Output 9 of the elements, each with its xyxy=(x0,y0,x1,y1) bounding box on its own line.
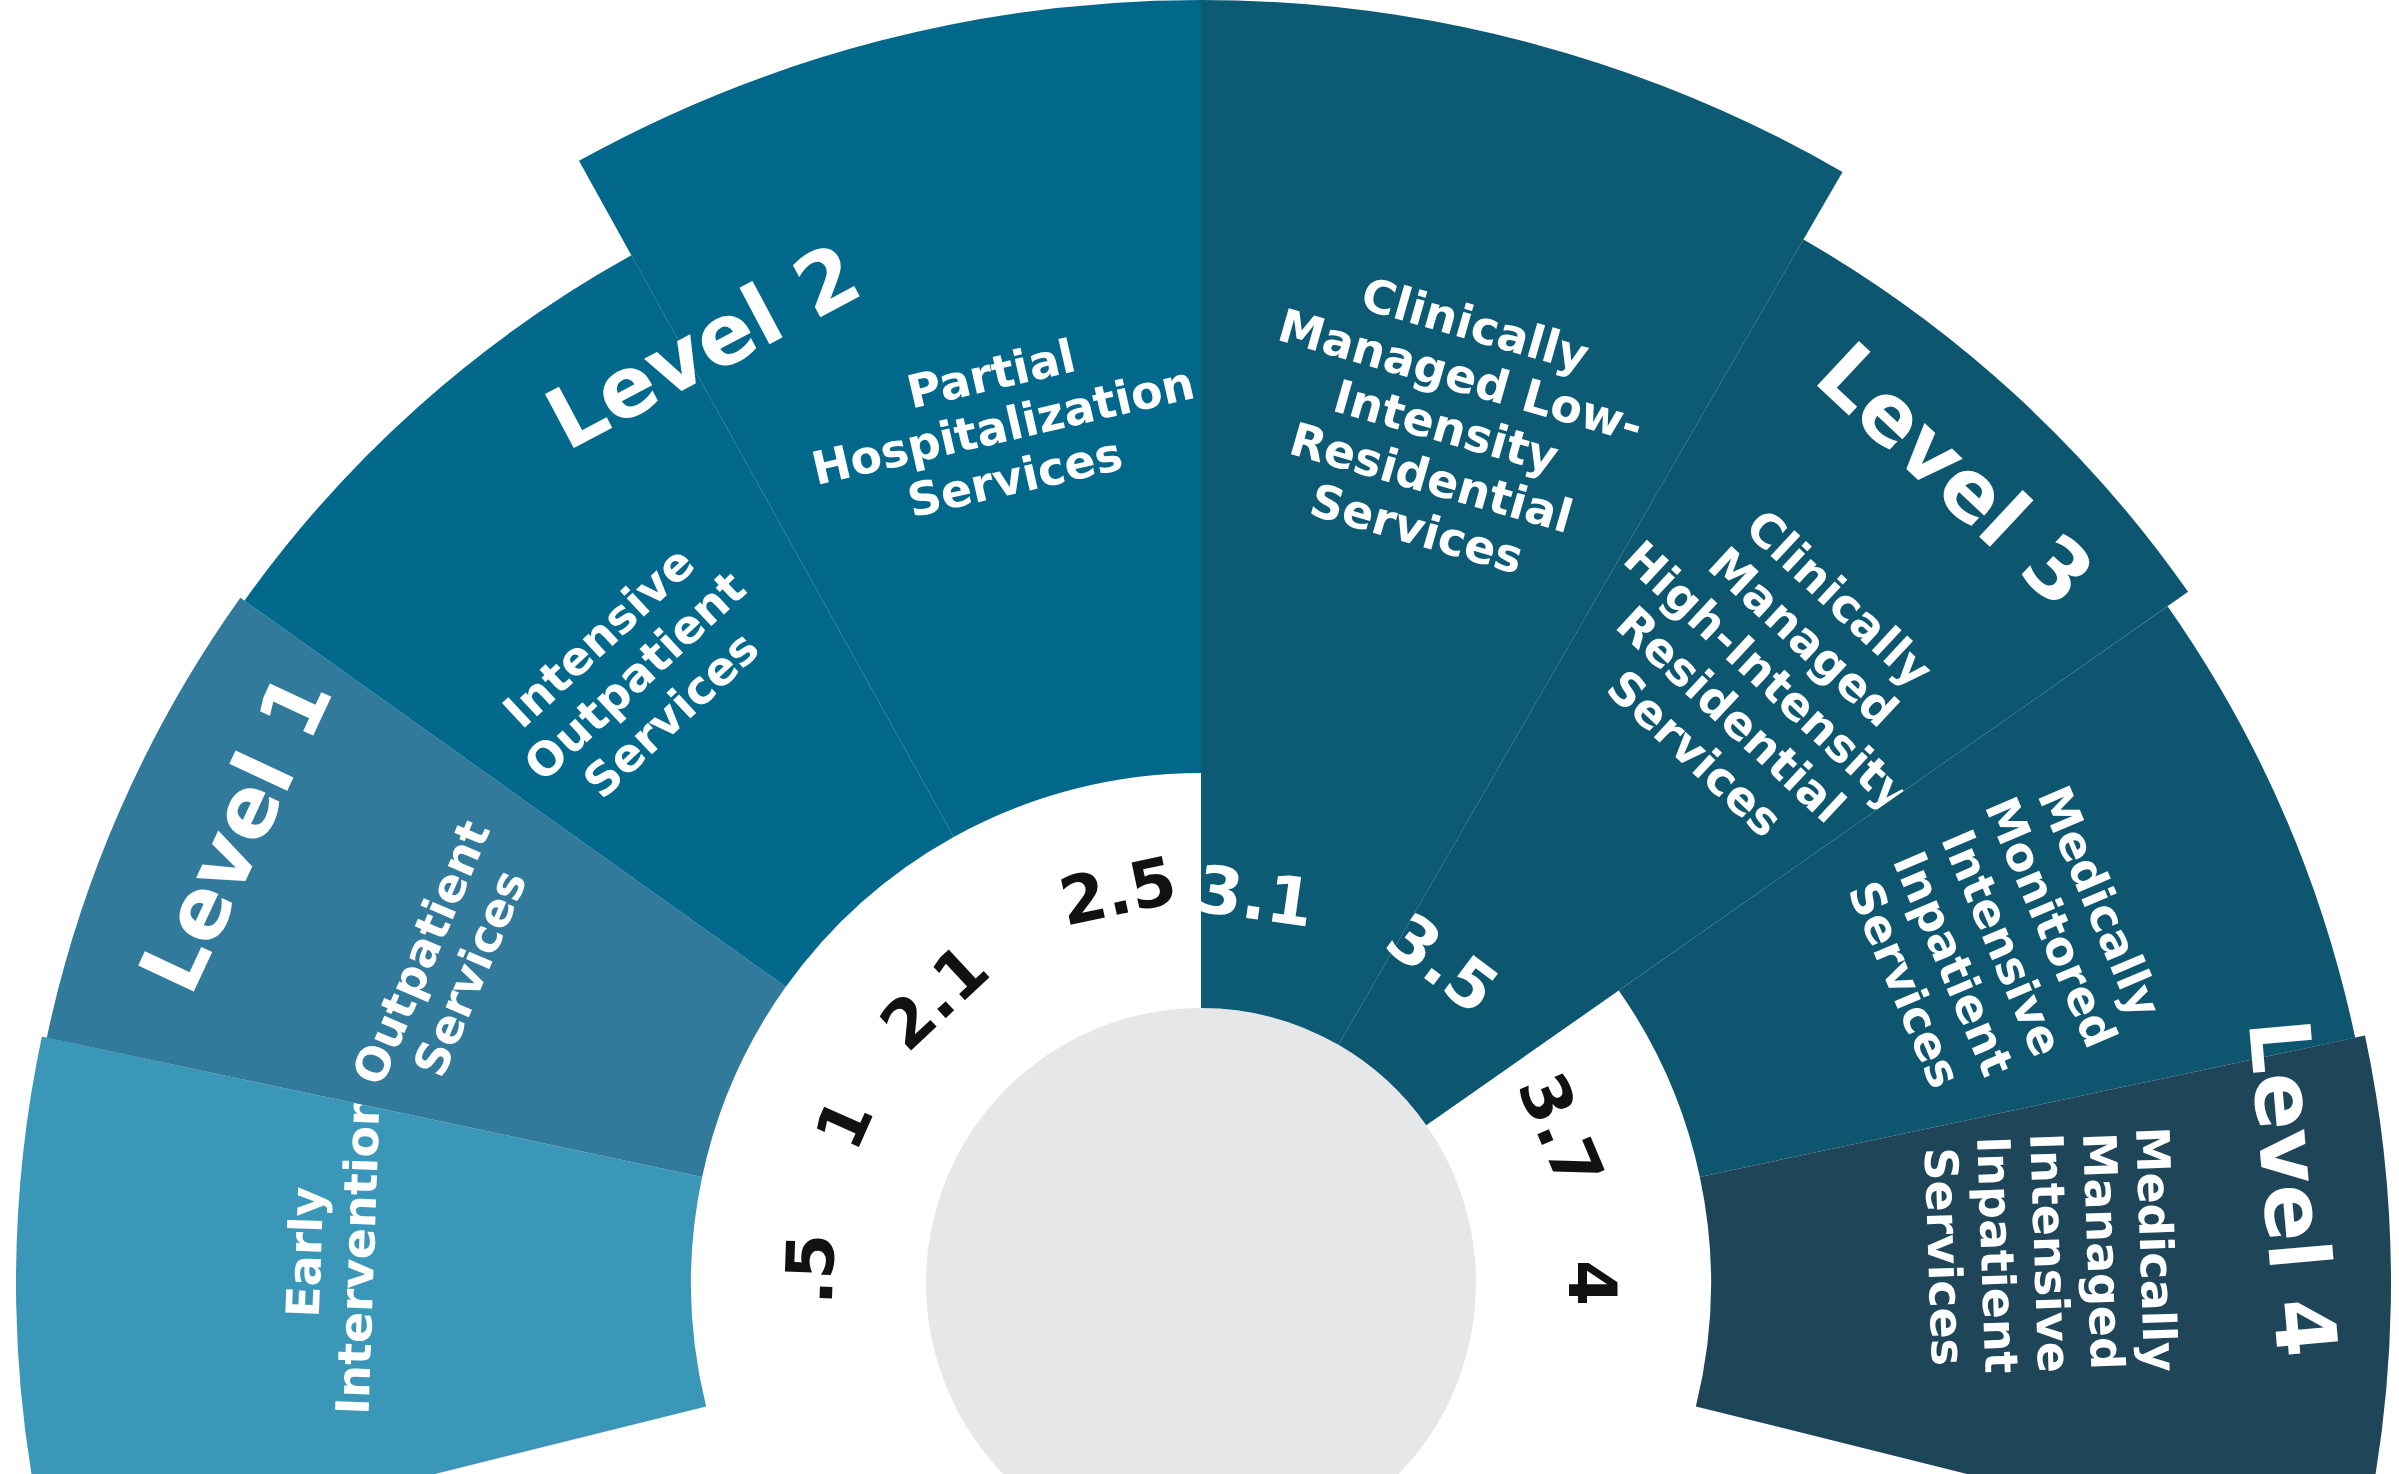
level-number: 3.1 xyxy=(1192,851,1319,943)
level-number: 2.1 xyxy=(866,930,1004,1066)
level-number: 1 xyxy=(800,1087,889,1161)
level-number: .5 xyxy=(772,1232,851,1307)
level-number: 3.5 xyxy=(1372,898,1512,1029)
level-number: 3.7 xyxy=(1502,1061,1618,1200)
level-number: 2.5 xyxy=(1052,842,1183,941)
level-number: 4 xyxy=(1553,1260,1629,1306)
level-heading: Level 4 xyxy=(2228,1014,2355,1361)
